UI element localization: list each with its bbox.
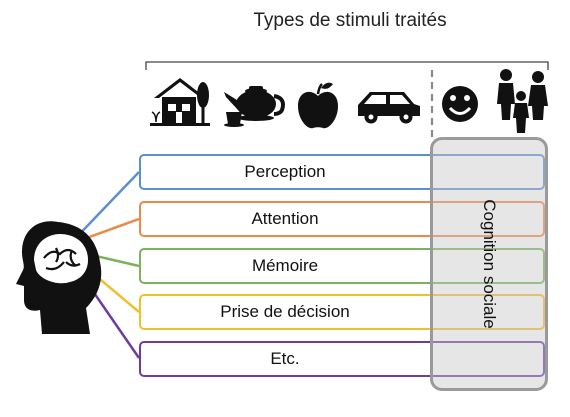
box-etc xyxy=(139,341,545,377)
stimuli-bracket xyxy=(145,61,549,70)
smiley-face-icon xyxy=(442,86,478,122)
head-brain-icon xyxy=(16,221,102,334)
car-icon xyxy=(358,92,420,124)
social-cognition-box xyxy=(430,137,548,391)
label-perception: Perception xyxy=(244,162,326,181)
house-icon xyxy=(150,78,210,126)
teapot-icon xyxy=(224,86,285,127)
label-memoire: Mémoire xyxy=(251,256,319,275)
people-icon xyxy=(497,69,548,133)
social-cognition-label: Cognition sociale xyxy=(480,199,499,329)
box-attention xyxy=(139,201,545,237)
apple-icon xyxy=(298,82,338,129)
label-etc: Etc. xyxy=(270,349,300,368)
stimuli-title: Types de stimuli traités xyxy=(253,10,447,31)
label-attention: Attention xyxy=(251,209,319,228)
label-decision: Prise de décision xyxy=(220,302,350,321)
box-memoire xyxy=(139,248,545,284)
box-decision xyxy=(139,294,545,330)
box-perception xyxy=(139,154,545,190)
